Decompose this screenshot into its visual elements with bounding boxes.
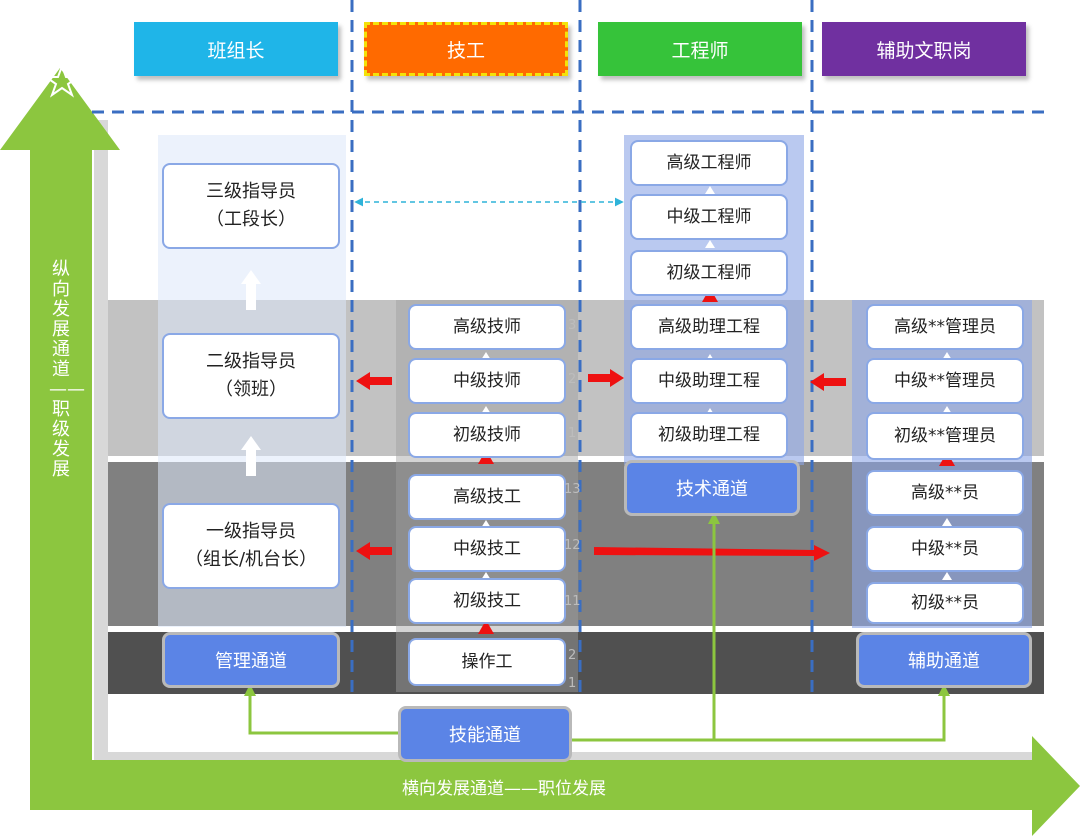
star-icon [42, 63, 82, 98]
engineer-role-card: 高级工程师 [630, 140, 788, 186]
vertical-axis-arrow [0, 68, 120, 770]
level-number: 2 [568, 648, 577, 663]
connector-to-management [244, 684, 398, 735]
horizontal-axis-label: 横向发展通道——职位发展 [402, 779, 606, 799]
engineer-role-card: 初级工程师 [630, 250, 788, 296]
up-arrow-icon [241, 436, 261, 476]
management-role-card: 二级指导员 （领班） [162, 333, 340, 419]
role-subtitle: （组长/机台长） [184, 549, 318, 570]
technician-role-card: 高级技工 [408, 474, 566, 520]
red-arrow-right-icon [594, 545, 830, 561]
management-role-card: 三级指导员 （工段长） [162, 163, 340, 249]
engineer-role-card: 中级工程师 [630, 194, 788, 240]
engineer-role-card: 初级助理工程 [630, 412, 788, 458]
level-number: 13 [564, 482, 581, 497]
role-subtitle: （工段长） [206, 209, 296, 230]
role-title: 二级指导员 [206, 351, 296, 372]
support-role-card: 初级**管理员 [866, 412, 1024, 460]
technician-role-card: 操作工 [408, 638, 566, 686]
column-header-team-leader: 班组长 [134, 22, 338, 76]
level-number: 1 [568, 676, 577, 691]
role-title: 一级指导员 [206, 521, 296, 542]
management-channel-button[interactable]: 管理通道 [162, 632, 340, 688]
red-arrow-left-icon [356, 372, 392, 390]
up-arrow-icon [241, 270, 261, 310]
level-number: 12 [564, 538, 581, 553]
support-channel-button[interactable]: 辅助通道 [856, 632, 1032, 688]
red-arrow-left-icon [356, 542, 392, 560]
support-role-card: 初级**员 [866, 582, 1024, 624]
level-number: 3 [568, 318, 577, 333]
technical-channel-button[interactable]: 技术通道 [624, 460, 800, 516]
support-role-card: 高级**管理员 [866, 304, 1024, 350]
role-title: 三级指导员 [206, 181, 296, 202]
connector-to-support [570, 684, 950, 742]
technician-role-card: 初级技工 [408, 578, 566, 624]
engineer-role-card: 中级助理工程 [630, 358, 788, 404]
support-role-card: 中级**管理员 [866, 358, 1024, 404]
technician-role-card: 初级技师 [408, 412, 566, 458]
role-subtitle: （领班） [215, 379, 287, 400]
skill-channel-button[interactable]: 技能通道 [398, 706, 572, 762]
support-role-card: 高级**员 [866, 470, 1024, 516]
column-header-engineer: 工程师 [598, 22, 802, 76]
technician-role-card: 中级技工 [408, 526, 566, 572]
red-arrow-left-icon [810, 373, 846, 391]
column-header-support-staff: 辅助文职岗 [822, 22, 1026, 76]
vertical-axis-label: 纵向发展通道——职级发展 [49, 259, 85, 480]
technician-role-card: 高级技师 [408, 304, 566, 350]
engineer-role-card: 高级助理工程 [630, 304, 788, 350]
red-up-triangle-icon [478, 620, 494, 634]
support-role-card: 中级**员 [866, 526, 1024, 572]
level-number: 2 [568, 372, 577, 387]
horizontal-axis-arrow [30, 736, 1080, 836]
column-header-technician: 技工 [364, 22, 568, 76]
management-role-card: 一级指导员 （组长/机台长） [162, 503, 340, 589]
red-arrow-right-icon [588, 369, 624, 387]
level-number: 1 [568, 426, 577, 441]
level-number: 11 [564, 594, 581, 609]
technician-role-card: 中级技师 [408, 358, 566, 404]
